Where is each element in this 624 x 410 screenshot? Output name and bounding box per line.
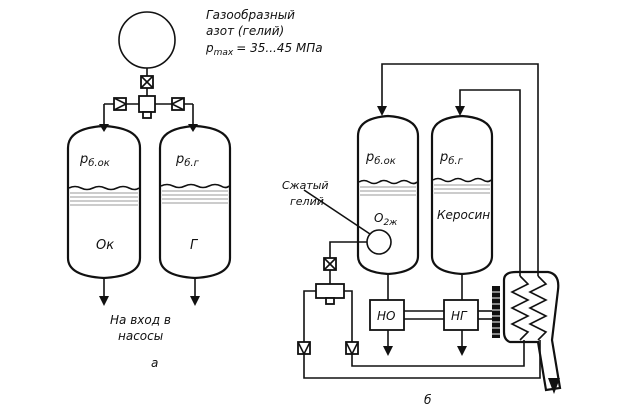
tank-b-oxidizer: [356, 114, 420, 276]
tank-a-oxidizer-liquid-hatch: [70, 192, 138, 206]
pump-inlet-label-line1: На вход в: [110, 313, 171, 327]
tank-b-fuel-liquid-hatch: [434, 184, 490, 194]
b-left-check-valve: [297, 341, 311, 356]
pump-inlet-label-line2: насосы: [118, 329, 163, 343]
tank-b-ox-pressure-label: pб.ок: [365, 150, 396, 167]
pump-fuel-label: НГ: [451, 309, 468, 323]
tank-b-ox-content-label: O2ж: [374, 211, 398, 228]
gas-label-line1: Газообразный: [206, 8, 295, 22]
heat-exchanger-duct: [502, 270, 562, 392]
tank-a-ox-content-label: Ок: [96, 238, 114, 253]
tank-a-fuel-liquid-hatch: [162, 190, 228, 204]
tank-b-fuel-content-label: Керосин: [437, 208, 490, 222]
pressure-regulator: [138, 95, 156, 113]
tank-a-fuel: [158, 124, 232, 280]
caption-b: б: [424, 393, 432, 407]
compressed-helium-line1: Сжатый: [282, 179, 329, 192]
pump-oxidizer: [369, 299, 405, 331]
gas-sphere: [118, 11, 176, 69]
tank-b-oxidizer-liquid-hatch: [360, 186, 416, 196]
tank-a-oxidizer: [66, 124, 142, 280]
right-check-valve: [170, 97, 185, 111]
tank-a-fuel-content-label: Г: [190, 238, 199, 253]
b-helium-valve: [323, 257, 337, 271]
tank-b-fuel: [430, 114, 494, 276]
tank-b-fuel-pressure-label: pб.г: [439, 150, 464, 167]
left-check-valve: [113, 97, 128, 111]
pump-fuel: [443, 299, 479, 331]
gas-label-line2: азот (гелий): [206, 24, 284, 38]
top-valve: [140, 75, 154, 89]
tank-a-fuel-pressure-label: pб.г: [175, 152, 200, 169]
tank-a-ox-pressure-label: pб.ок: [79, 152, 110, 169]
turbine: [492, 286, 500, 338]
b-pressure-regulator: [315, 283, 345, 299]
compressed-helium-line2: гелий: [290, 195, 324, 208]
pump-ox-label: НО: [377, 309, 395, 323]
heat-exchanger-coil-2: [528, 275, 548, 341]
caption-a: а: [151, 356, 158, 370]
helium-sphere: [366, 229, 392, 255]
b-right-check-valve: [345, 341, 359, 356]
pressure-max-label: pmax= 35...45 МПа: [205, 41, 323, 58]
heat-exchanger-coil-1: [510, 275, 530, 341]
